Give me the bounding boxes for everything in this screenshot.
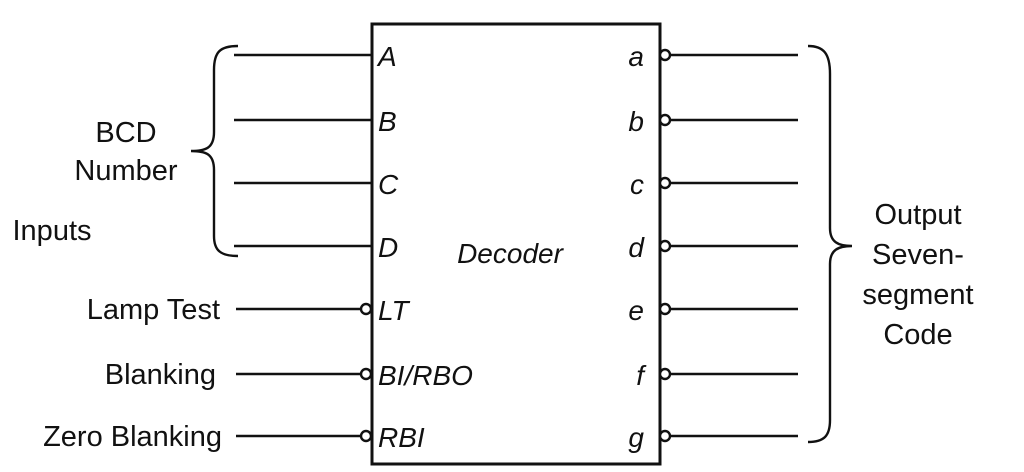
- zero-blanking-label: Zero Blanking: [43, 421, 222, 453]
- output-bubble-g: [658, 429, 672, 443]
- output-title-line-1: Output: [874, 199, 961, 231]
- pin-label-out-d: d: [628, 232, 645, 263]
- output-title-line-3: segment: [862, 279, 973, 311]
- output-bubble-e: [658, 302, 672, 316]
- bcd-title-line-1: BCD: [95, 117, 156, 149]
- blanking-label: Blanking: [105, 359, 216, 391]
- pin-label-out-f: f: [636, 360, 647, 391]
- pin-label-out-e: e: [628, 295, 644, 326]
- output-code-brace: [807, 44, 853, 444]
- pin-label-bi-rbo: BI/RBO: [378, 360, 473, 391]
- output-bubble-f: [658, 367, 672, 381]
- pin-label-out-c: c: [630, 169, 644, 200]
- output-bubble-c: [658, 176, 672, 190]
- pin-label-a: A: [376, 41, 397, 72]
- output-bubble-d: [658, 239, 672, 253]
- lamp-test-label: Lamp Test: [87, 294, 220, 326]
- output-title-line-2: Seven-: [872, 239, 964, 271]
- inversion-bubble-lt: [359, 302, 373, 316]
- pin-label-lt: LT: [378, 295, 410, 326]
- pin-label-out-a: a: [628, 41, 644, 72]
- pin-label-out-b: b: [628, 106, 644, 137]
- output-title-line-4: Code: [883, 319, 952, 351]
- output-bubble-b: [658, 113, 672, 127]
- inversion-bubble-rbi: [359, 429, 373, 443]
- bcd-input-brace: [190, 44, 239, 258]
- pin-label-out-g: g: [628, 422, 644, 453]
- bcd-title-line-2: Number: [74, 155, 177, 187]
- decoder-box: [370, 22, 662, 466]
- pin-label-c: C: [378, 169, 399, 200]
- pin-label-b: B: [378, 106, 397, 137]
- pin-label-rbi: RBI: [378, 422, 425, 453]
- output-bubble-a: [658, 48, 672, 62]
- pin-label-d: D: [378, 232, 398, 263]
- decoder-title: Decoder: [457, 238, 565, 269]
- inversion-bubble-bi-rbo: [359, 367, 373, 381]
- bcd-title-line-3: Inputs: [13, 215, 92, 247]
